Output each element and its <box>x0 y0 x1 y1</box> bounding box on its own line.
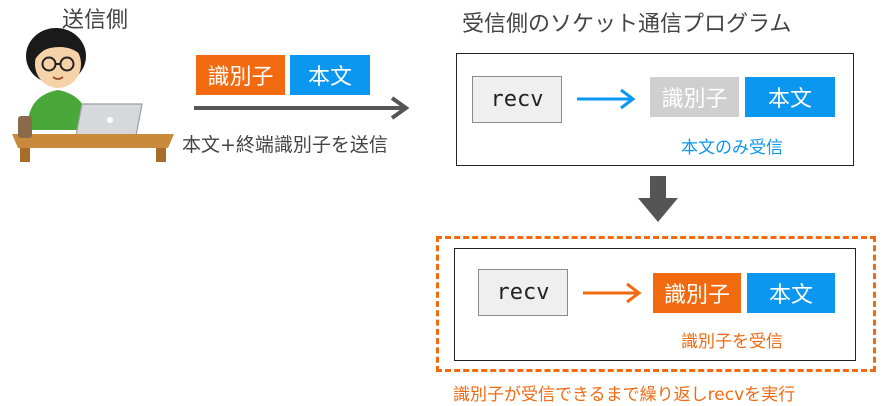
step1-recv-call: recv <box>472 76 562 123</box>
message-identifier-tag: 識別子 <box>196 55 285 95</box>
send-arrow <box>194 96 410 120</box>
step2-body-tag: 本文 <box>747 273 835 313</box>
down-arrow <box>638 176 678 222</box>
step2-box: recv 識別子 本文 識別子を受信 <box>454 248 856 361</box>
loop-caption: 識別子が受信できるまで繰り返しrecvを実行 <box>453 385 796 405</box>
step1-identifier-tag: 識別子 <box>650 77 739 117</box>
step1-caption: 本文のみ受信 <box>681 138 783 158</box>
step1-body-tag: 本文 <box>745 77 835 117</box>
step1-box: recv 識別子 本文 本文のみ受信 <box>456 53 854 166</box>
step1-arrow <box>577 88 636 110</box>
person-at-laptop-icon <box>12 28 174 162</box>
loop-frame <box>436 236 876 372</box>
step2-caption: 識別子を受信 <box>681 332 783 352</box>
step2-identifier-tag: 識別子 <box>653 273 741 313</box>
step2-arrow <box>583 282 642 304</box>
receiver-title: 受信側のソケット通信プログラム <box>462 12 792 37</box>
send-caption: 本文+終端識別子を送信 <box>182 134 388 156</box>
message-body-tag: 本文 <box>290 55 370 95</box>
step2-recv-call: recv <box>478 269 568 316</box>
sender-label: 送信側 <box>62 8 129 33</box>
